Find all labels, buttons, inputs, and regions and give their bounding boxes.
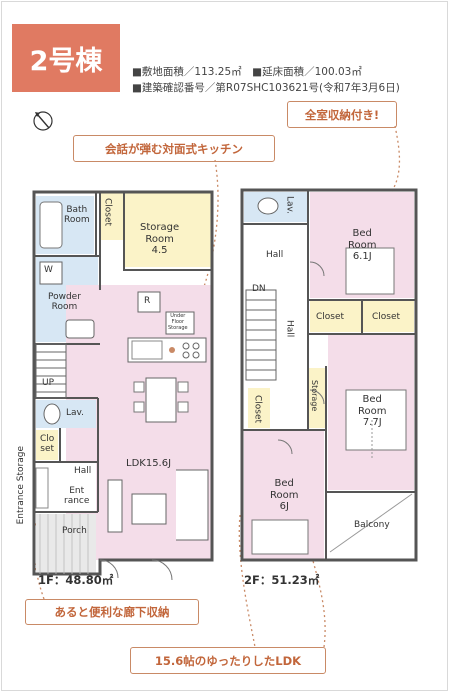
entrance-storage-label: Entrance Storage <box>16 446 26 525</box>
permit-info: ■建築確認番号／第R07SHC103621号(令和7年3月6日) <box>132 82 400 94</box>
room-closet-2f-1: Closet <box>316 312 345 322</box>
room-closet-2f-2: Closet <box>372 312 401 322</box>
room-closet-2f-3: Closet <box>252 395 263 424</box>
floor2-area: 2F：51.23㎡ <box>244 573 320 587</box>
balcony-label: Balcony <box>354 520 390 530</box>
room-closet-1f: Closet <box>102 198 113 227</box>
callout-hall-storage: あると便利な廊下収納 <box>25 599 199 625</box>
stairs-dn-label: DN <box>252 284 266 294</box>
fridge-label: R <box>144 296 151 306</box>
compass-icon <box>33 111 53 131</box>
room-lav-1f: Lav. <box>66 408 85 418</box>
stairs-up-label: UP <box>42 378 55 388</box>
room-hall-2f-top: Hall <box>266 250 284 260</box>
room-storage-2f: Storage <box>310 380 320 412</box>
room-hall-2f-mid: Hall <box>284 320 295 338</box>
callout-storage: 全室収納付き! <box>287 101 397 128</box>
room-porch: Porch <box>62 526 87 536</box>
floor1-area: 1F：48.80㎡ <box>38 573 114 587</box>
callout-ldk: 15.6帖のゆったりしたLDK <box>130 647 326 674</box>
callout-kitchen: 会話が弾む対面式キッチン <box>73 135 275 162</box>
room-ldk: LDK15.6J <box>126 458 172 469</box>
room-lav-2f: Lav. <box>284 196 295 215</box>
washer-label: W <box>44 265 53 275</box>
area-info: ■敷地面積／113.25㎡ ■延床面積／100.03㎡ <box>132 66 362 78</box>
building-number-badge: 2号棟 <box>12 24 120 92</box>
floor2-plan <box>240 188 418 562</box>
floor1-plan <box>32 190 214 581</box>
room-hall-1f: Hall <box>74 466 92 476</box>
